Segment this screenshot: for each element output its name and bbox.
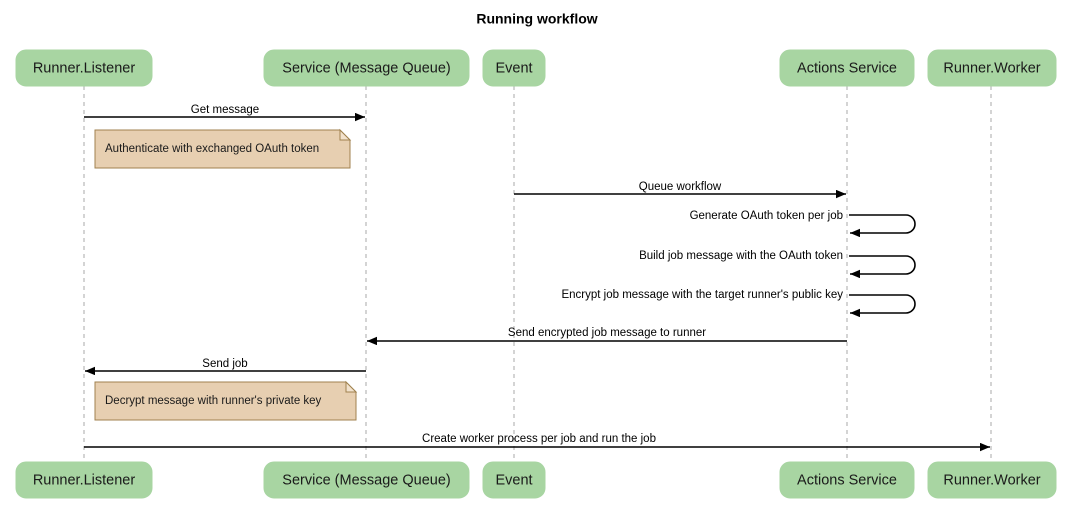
participant-label: Runner.Worker <box>943 472 1040 488</box>
header-participants-layer: Runner.Listener Service (Message Queue) Ev… <box>15 49 1057 87</box>
participant-label: Runner.Worker <box>943 60 1040 76</box>
participant-runner-listener-footer[interactable]: Runner.Listener <box>15 461 153 499</box>
participant-label: Event <box>495 60 532 76</box>
notes-layer: Authenticate with exchanged OAuth tokenD… <box>94 128 358 421</box>
participant-box <box>15 461 153 499</box>
message-build-job-message[interactable]: Build job message with the OAuth token <box>639 250 916 279</box>
self-call-path <box>849 255 916 279</box>
participant-label: Runner.Listener <box>33 60 136 76</box>
message-label: Queue workflow <box>639 181 722 193</box>
participant-label: Actions Service <box>797 472 897 488</box>
participant-label: Service (Message Queue) <box>282 60 450 76</box>
participant-box <box>263 461 470 499</box>
note-note-authenticate[interactable]: Authenticate with exchanged OAuth token <box>94 128 352 169</box>
self-call-path <box>849 294 916 318</box>
message-send-encrypted-job-message[interactable]: Send encrypted job message to runner <box>367 327 847 346</box>
message-label: Generate OAuth token per job <box>690 210 843 222</box>
message-label: Get message <box>191 104 259 116</box>
participant-runner-worker-header[interactable]: Runner.Worker <box>927 49 1057 87</box>
footer-participants-layer: Runner.Listener Service (Message Queue) Ev… <box>15 461 1057 499</box>
participant-event-header[interactable]: Event <box>482 49 546 87</box>
participant-box <box>263 49 470 87</box>
participant-service-mq-footer[interactable]: Service (Message Queue) <box>263 461 470 499</box>
message-label: Send job <box>202 358 247 370</box>
message-label: Encrypt job message with the target runn… <box>561 289 843 301</box>
participant-label: Service (Message Queue) <box>282 472 450 488</box>
message-label: Send encrypted job message to runner <box>508 327 706 339</box>
note-label: Decrypt message with runner's private ke… <box>105 395 322 407</box>
participant-box <box>779 461 915 499</box>
note-fold-corner-icon <box>339 128 352 141</box>
message-label: Create worker process per job and run th… <box>422 433 656 445</box>
participant-label: Actions Service <box>797 60 897 76</box>
lifelines-layer <box>83 86 992 462</box>
participant-actions-service-footer[interactable]: Actions Service <box>779 461 915 499</box>
participant-actions-service-header[interactable]: Actions Service <box>779 49 915 87</box>
note-fold-corner-icon <box>345 380 358 393</box>
participant-event-footer[interactable]: Event <box>482 461 546 499</box>
participant-runner-worker-footer[interactable]: Runner.Worker <box>927 461 1057 499</box>
note-label: Authenticate with exchanged OAuth token <box>105 143 319 155</box>
participant-runner-listener-header[interactable]: Runner.Listener <box>15 49 153 87</box>
message-encrypt-job-message[interactable]: Encrypt job message with the target runn… <box>561 289 916 318</box>
participant-box <box>482 49 546 87</box>
participant-box <box>779 49 915 87</box>
participant-box <box>927 461 1057 499</box>
diagram-title: Running workflow <box>476 11 597 27</box>
message-generate-oauth-token[interactable]: Generate OAuth token per job <box>690 210 916 238</box>
message-label: Build job message with the OAuth token <box>639 250 843 262</box>
message-get-message[interactable]: Get message <box>84 104 365 122</box>
message-send-job[interactable]: Send job <box>85 358 366 376</box>
participant-box <box>15 49 153 87</box>
message-queue-workflow[interactable]: Queue workflow <box>514 181 846 199</box>
self-call-path <box>849 214 916 238</box>
note-body <box>94 129 351 169</box>
note-note-decrypt[interactable]: Decrypt message with runner's private ke… <box>94 380 358 421</box>
participant-box <box>482 461 546 499</box>
participant-label: Runner.Listener <box>33 472 136 488</box>
message-create-worker-process[interactable]: Create worker process per job and run th… <box>84 433 990 452</box>
participant-label: Event <box>495 472 532 488</box>
note-body <box>94 381 357 421</box>
participant-box <box>927 49 1057 87</box>
participant-service-mq-header[interactable]: Service (Message Queue) <box>263 49 470 87</box>
